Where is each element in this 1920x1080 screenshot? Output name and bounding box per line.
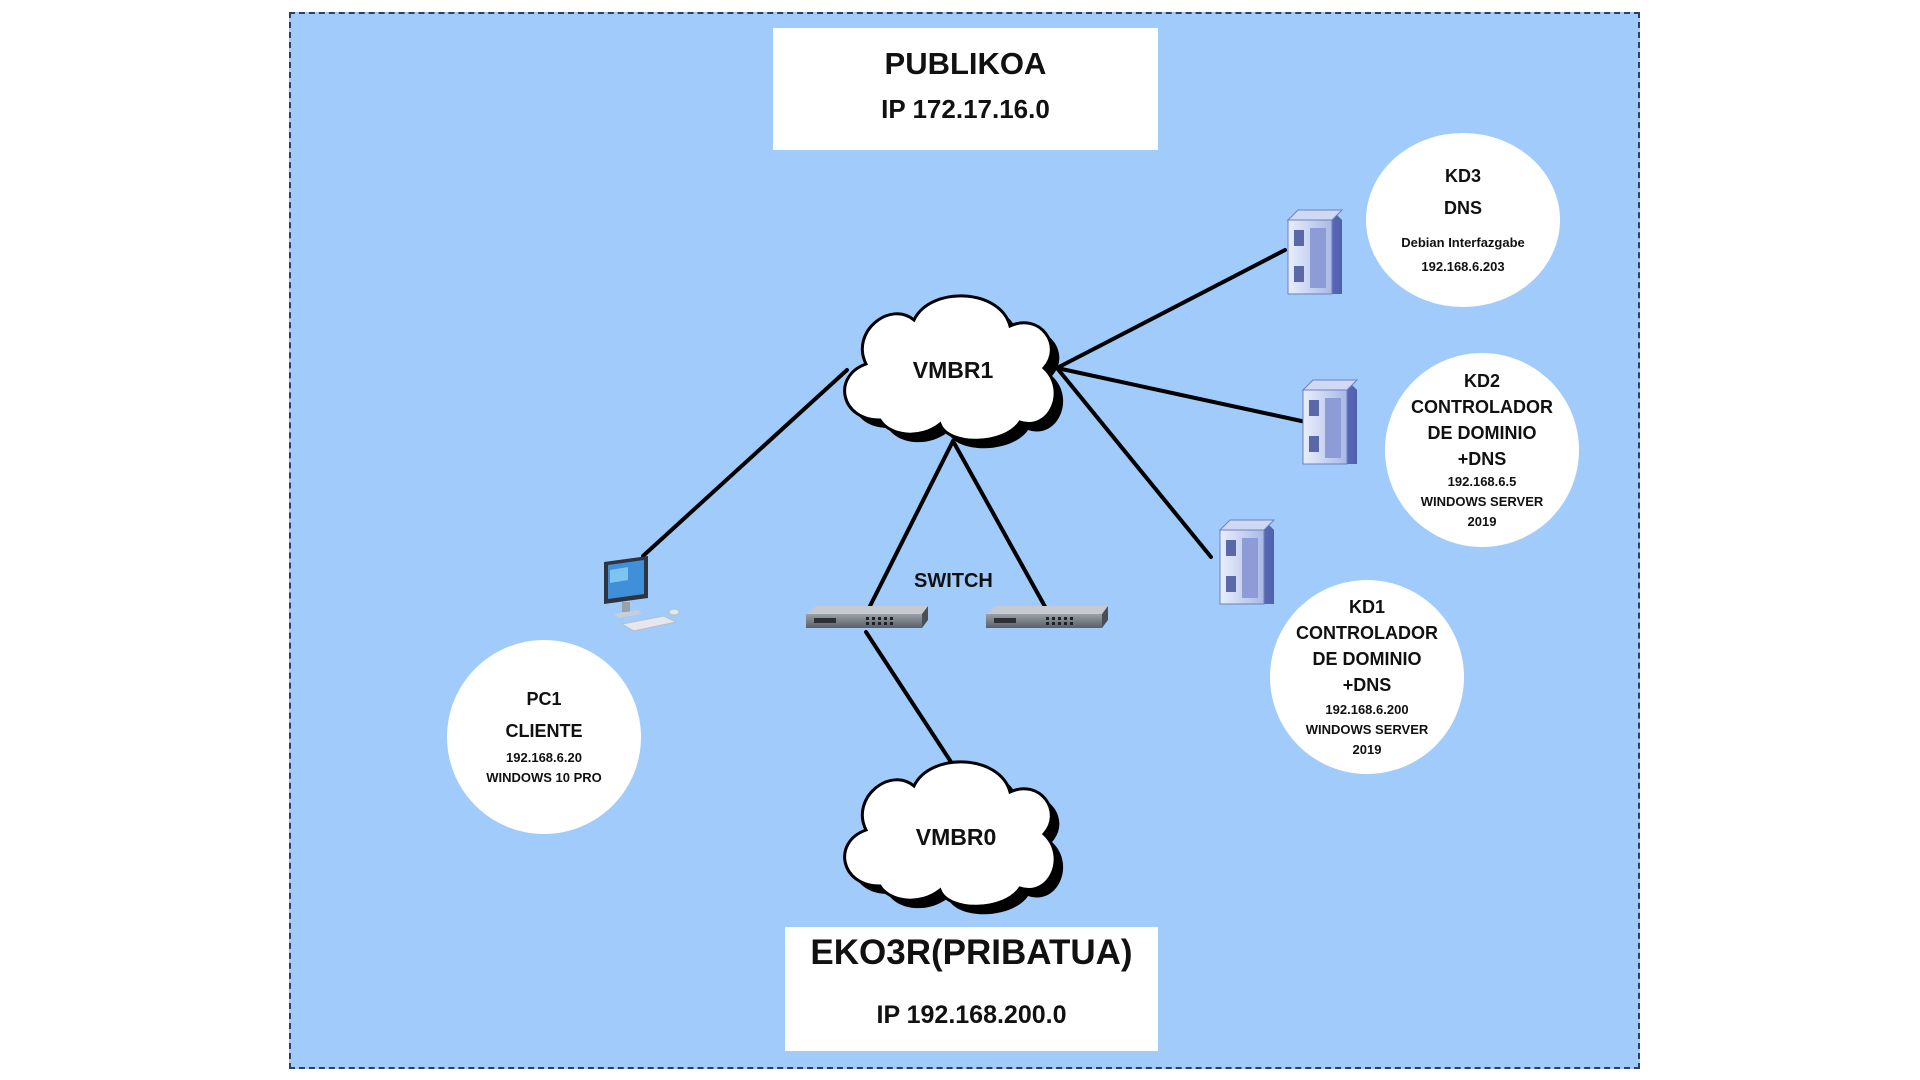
link-vmbr1-kd3 — [1055, 248, 1287, 370]
kd1-name: KD1 — [1348, 597, 1385, 617]
cloud-icon — [843, 294, 1064, 449]
node-pc1: PC1 CLIENTE 192.168.6.20 WINDOWS 10 PRO — [447, 640, 641, 834]
kd2-name: KD2 — [1463, 371, 1500, 391]
switch-icon — [806, 606, 928, 628]
switch-icon — [986, 606, 1108, 628]
kd1-role-line-3: +DNS — [1342, 675, 1392, 695]
link-switch-vmbr0 — [864, 630, 955, 767]
link-vmbr1-kd2 — [1055, 366, 1308, 424]
kd2-os-line-2: 2019 — [1467, 514, 1497, 529]
kd1-os-line-2: 2019 — [1352, 742, 1382, 757]
kd1-role-line-2: DE DOMINIO — [1312, 649, 1422, 669]
private-network-box: EKO3R(PRIBATUA) IP 192.168.200.0 — [785, 927, 1158, 1051]
pc1-ip: 192.168.6.20 — [506, 750, 582, 765]
kd1-os-line-1: WINDOWS SERVER — [1305, 722, 1429, 737]
private-network-ip: IP 192.168.200.0 — [876, 1001, 1067, 1029]
public-network-box: PUBLIKOA IP 172.17.16.0 — [773, 28, 1158, 150]
vmbr0-label: VMBR0 — [916, 824, 997, 850]
desktop-computer-icon — [604, 556, 680, 632]
kd2-os-line-1: WINDOWS SERVER — [1420, 494, 1544, 509]
pc1-name: PC1 — [526, 689, 562, 709]
kd2-role-line-3: +DNS — [1457, 449, 1507, 469]
cloud-icon — [843, 760, 1064, 915]
kd2-ip: 192.168.6.5 — [1447, 474, 1517, 489]
node-kd2: KD2 CONTROLADOR DE DOMINIO +DNS 192.168.… — [1385, 353, 1579, 547]
switch-label: SWITCH — [914, 570, 993, 592]
kd3-role: DNS — [1443, 198, 1482, 218]
link-vmbr1-switch-right — [951, 439, 1050, 614]
kd3-os: Debian Interfazgabe — [1401, 235, 1525, 250]
public-network-name: PUBLIKOA — [884, 46, 1047, 81]
kd1-role-line-1: CONTROLADOR — [1296, 623, 1438, 643]
kd2-role-line-2: DE DOMINIO — [1427, 423, 1537, 443]
node-kd3: KD3 DNS Debian Interfazgabe 192.168.6.20… — [1366, 133, 1560, 307]
pc1-role: CLIENTE — [505, 721, 583, 741]
server-icon — [1218, 519, 1276, 605]
node-kd1: KD1 CONTROLADOR DE DOMINIO +DNS 192.168.… — [1270, 580, 1464, 774]
connection-lines — [641, 248, 1308, 767]
server-icon — [1286, 209, 1344, 295]
pc1-os: WINDOWS 10 PRO — [486, 770, 602, 785]
server-icon — [1301, 379, 1359, 465]
link-vmbr1-pc1 — [641, 368, 849, 558]
kd3-name: KD3 — [1444, 166, 1481, 186]
link-vmbr1-switch-left — [865, 439, 955, 614]
vmbr1-label: VMBR1 — [913, 357, 994, 383]
public-network-ip: IP 172.17.16.0 — [881, 94, 1050, 124]
kd2-role-line-1: CONTROLADOR — [1411, 397, 1553, 417]
kd3-ip: 192.168.6.203 — [1421, 259, 1505, 274]
private-network-name: EKO3R(PRIBATUA) — [810, 933, 1133, 972]
link-vmbr1-kd1 — [1055, 366, 1213, 559]
kd1-ip: 192.168.6.200 — [1325, 702, 1409, 717]
